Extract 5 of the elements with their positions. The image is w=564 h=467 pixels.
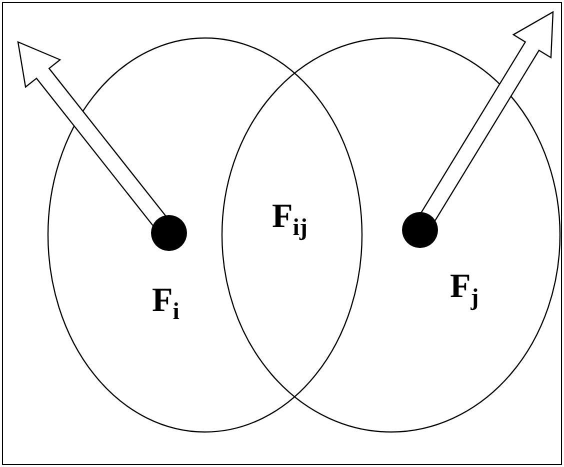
ellipse-region xyxy=(222,38,560,432)
overlap-label: F$_{ij}$ xyxy=(272,200,308,240)
region-label: F$_{j}$ xyxy=(450,270,479,310)
region-label: F$_{i}$ xyxy=(152,284,180,324)
ellipse-region xyxy=(48,38,362,432)
